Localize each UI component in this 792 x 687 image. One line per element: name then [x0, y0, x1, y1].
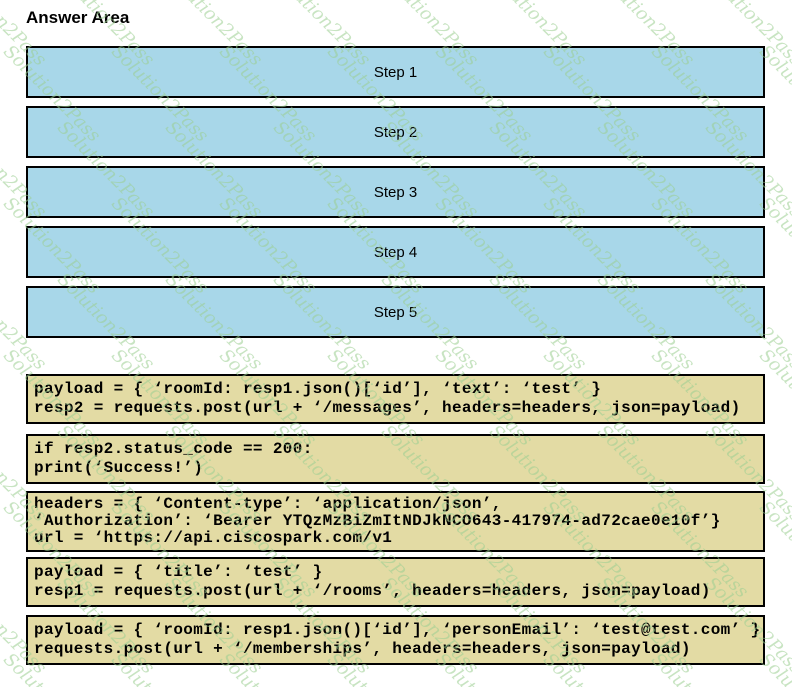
code-line: if resp2.status_code == 200:	[34, 440, 313, 458]
step-label-4: Step 4	[373, 243, 418, 261]
page-title: Answer Area	[26, 8, 130, 27]
code-line: url = ‘https://api.ciscospark.com/v1	[34, 529, 393, 547]
code-line: payload = { ‘roomId: resp1.json()[‘id’],…	[34, 380, 602, 398]
step-label-2: Step 2	[373, 123, 418, 141]
step-drop-slot-5[interactable]: Step 5	[26, 286, 765, 338]
code-line: ‘Authorization’: ‘Bearer YTQzMzBiZmItNDJ…	[34, 512, 721, 530]
code-snippet-headers-url[interactable]: headers = { ‘Content-type’: ‘application…	[26, 491, 765, 552]
code-snippet-check-status[interactable]: if resp2.status_code == 200: print(‘Succ…	[26, 434, 765, 484]
code-line: print(‘Success!’)	[34, 459, 204, 477]
step-label-3: Step 3	[373, 183, 418, 201]
step-drop-slot-2[interactable]: Step 2	[26, 106, 765, 158]
code-line: resp1 = requests.post(url + ‘/rooms’, he…	[34, 582, 711, 600]
step-drop-slot-1[interactable]: Step 1	[26, 46, 765, 98]
code-snippet-create-membership[interactable]: payload = { ‘roomId: resp1.json()[‘id’],…	[26, 615, 765, 665]
step-label-1: Step 1	[373, 63, 418, 81]
step-label-5: Step 5	[373, 303, 418, 321]
code-snippet-create-message[interactable]: payload = { ‘roomId: resp1.json()[‘id’],…	[26, 374, 765, 424]
code-snippet-create-room[interactable]: payload = { ‘title’: ‘test’ } resp1 = re…	[26, 557, 765, 607]
step-drop-slot-4[interactable]: Step 4	[26, 226, 765, 278]
code-line: requests.post(url + ‘/memberships’, head…	[34, 640, 691, 658]
code-line: payload = { ‘title’: ‘test’ }	[34, 563, 323, 581]
code-line: headers = { ‘Content-type’: ‘application…	[34, 495, 502, 513]
code-line: resp2 = requests.post(url + ‘/messages’,…	[34, 399, 741, 417]
code-line: payload = { ‘roomId: resp1.json()[‘id’],…	[34, 621, 761, 639]
step-drop-slot-3[interactable]: Step 3	[26, 166, 765, 218]
